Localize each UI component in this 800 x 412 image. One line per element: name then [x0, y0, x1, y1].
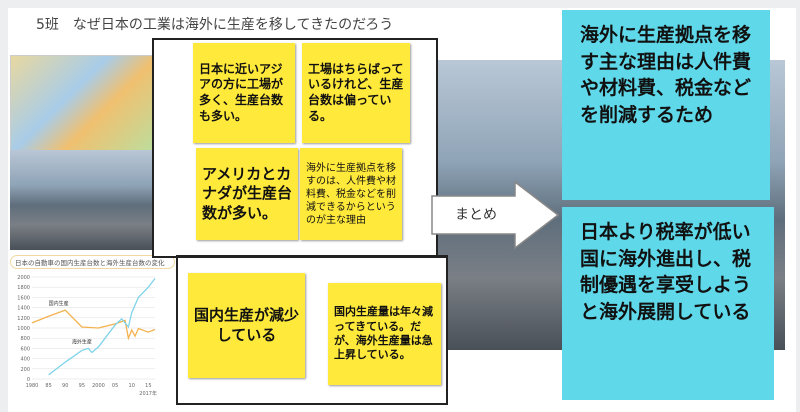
y-tick-label: 200: [20, 367, 30, 373]
summary-box[interactable]: 海外に生産拠点を移す主な理由は人件費や材料費、税金などを削減するため: [562, 10, 770, 200]
y-tick-label: 1600: [17, 295, 30, 301]
x-tick-label: 05: [112, 383, 118, 389]
x-tick-label: 2000: [92, 383, 105, 389]
x-tick-label: 95: [79, 383, 85, 389]
y-tick-label: 1000: [17, 326, 30, 332]
arrow-label: まとめ: [455, 207, 497, 223]
sticky-note[interactable]: 国内生産量は年々減ってきている。だが、海外生産量は急上昇している。: [328, 283, 441, 385]
sticky-note[interactable]: 国内生産が減少している: [188, 273, 305, 378]
x-tick-label: 90: [62, 383, 68, 389]
y-tick-label: 2000: [17, 275, 30, 281]
sticky-note[interactable]: アメリカとカナダが生産台数が多い。: [196, 148, 298, 240]
series-label: 海外生産: [72, 338, 92, 345]
y-tick-label: 1200: [17, 316, 30, 322]
x-tick-label: 1980: [26, 383, 39, 389]
series-line: [31, 309, 156, 341]
x-tick-label: 10: [129, 383, 135, 389]
x-tick-label: 85: [45, 383, 51, 389]
y-tick-label: 0: [27, 377, 30, 383]
x-tick-label: 15: [145, 383, 151, 389]
world-map-image: [10, 55, 162, 152]
y-tick-label: 400: [20, 357, 30, 363]
y-tick-label: 1800: [17, 285, 30, 291]
slide-title: 5班 なぜ日本の工業は海外に生産を移してきたのだろう: [36, 17, 394, 33]
sticky-note[interactable]: 日本に近いアジアの方に工場が多く、生産台数も多い。: [193, 43, 295, 143]
sticky-note[interactable]: 海外に生産拠点を移すのは、人件費や材料費、税金などを削減できるからというのが主な…: [300, 148, 402, 240]
series-label: 国内生産: [49, 300, 69, 307]
chart-title: 日本の自動車の国内生産台数と海外生産台数の変化: [10, 255, 175, 269]
arrow-icon: [431, 180, 560, 250]
x-tick-label: 2017年: [139, 390, 157, 397]
sticky-note[interactable]: 工場はちらばっているけれど、生産台数は偏っている。: [302, 43, 410, 143]
summary-box[interactable]: 日本より税率が低い国に海外進出し、税制優遇を享受しようと海外展開している: [562, 207, 774, 400]
chart-svg: 0 200 400 600 800 1000 1200 1400 1600 1800 2000 198…: [17, 275, 157, 397]
y-tick-label: 800: [20, 336, 30, 342]
factory-photo: [10, 150, 160, 250]
y-tick-label: 600: [20, 346, 30, 352]
y-tick-label: 1400: [17, 306, 30, 312]
series-line: [48, 278, 156, 376]
